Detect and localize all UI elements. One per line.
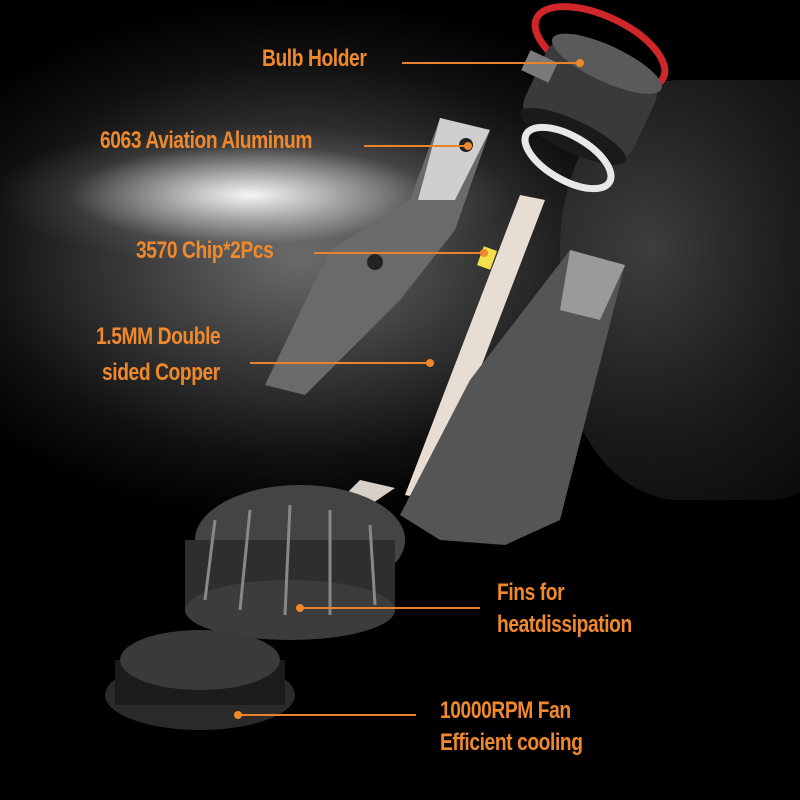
callout-chip: 3570 Chip*2Pcs <box>136 237 274 264</box>
callout-fins-line1: Fins for <box>497 579 565 606</box>
leader-line <box>402 62 580 64</box>
callout-fins-line2: heatdissipation <box>497 611 632 638</box>
callout-dot <box>576 59 584 67</box>
callout-copper-line2: sided Copper <box>102 359 220 386</box>
leader-line <box>238 714 416 716</box>
leader-line <box>300 607 480 609</box>
leader-line <box>250 362 430 364</box>
callout-bulb-holder: Bulb Holder <box>262 45 367 72</box>
callout-fan-line1: 10000RPM Fan <box>440 697 571 724</box>
leader-line <box>314 252 484 254</box>
callout-fan-line2: Efficient cooling <box>440 729 583 756</box>
callout-copper-line1: 1.5MM Double <box>96 323 221 350</box>
callout-dot <box>234 711 242 719</box>
callout-dot <box>480 249 488 257</box>
callout-aluminum: 6063 Aviation Aluminum <box>100 127 313 154</box>
leader-line <box>364 145 468 147</box>
callout-dot <box>464 142 472 150</box>
callout-dot <box>296 604 304 612</box>
callout-dot <box>426 359 434 367</box>
